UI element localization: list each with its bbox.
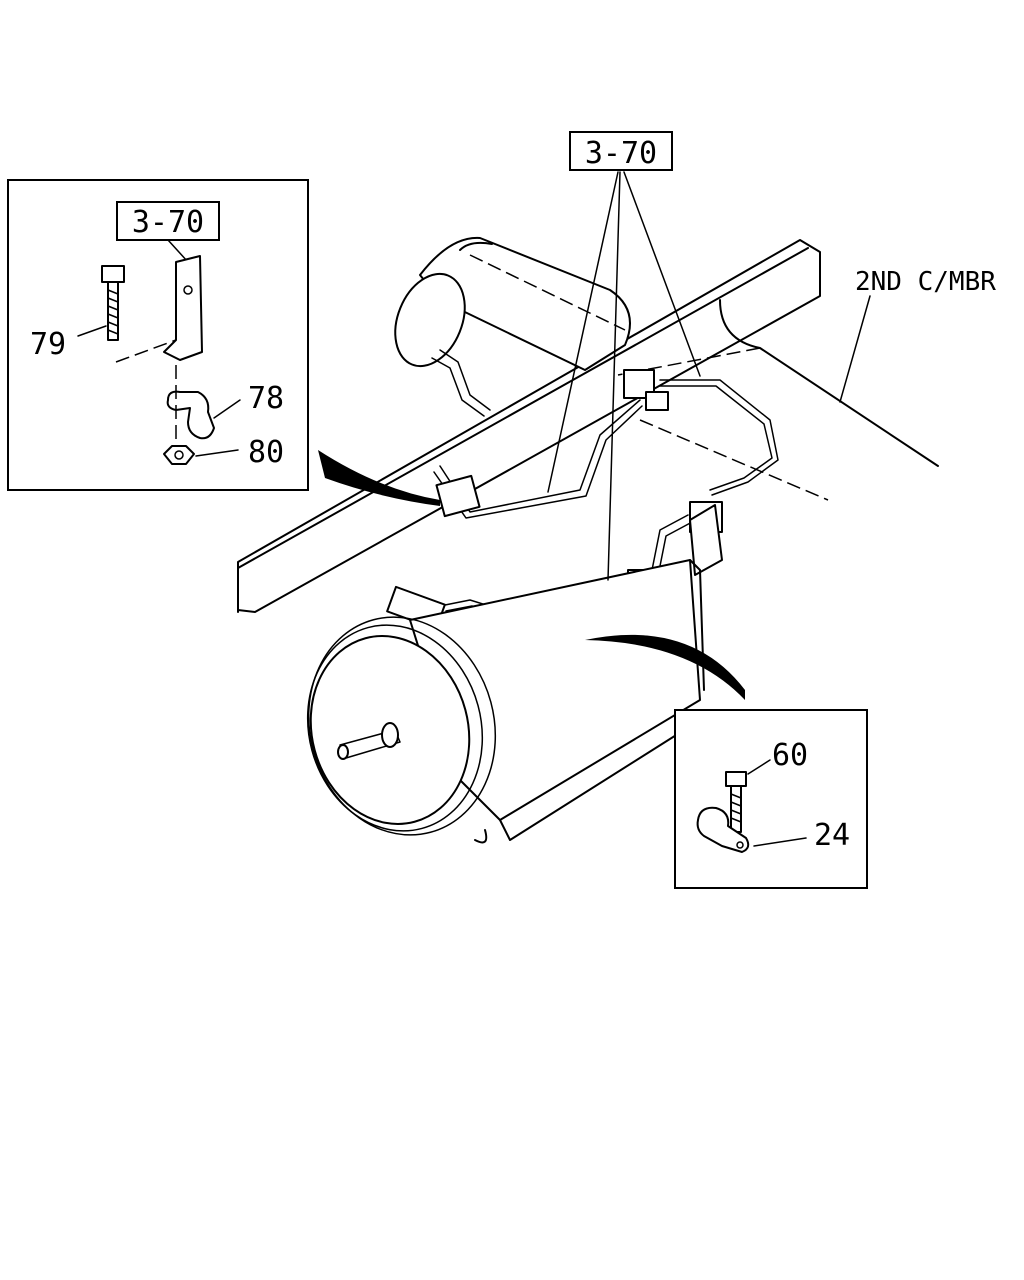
part-80-label: 80	[248, 435, 284, 470]
cross-member-label: 2ND C/MBR	[855, 267, 996, 297]
part-79-label: 79	[30, 327, 66, 362]
detail-arrow-left	[318, 450, 440, 506]
part-60-label: 60	[772, 738, 808, 773]
brake-chamber	[306, 559, 705, 844]
air-tank	[394, 236, 631, 417]
part-24-label: 24	[814, 818, 850, 853]
ref-box-top: 3-70	[569, 131, 673, 171]
ref-inset-label: 3-70	[132, 205, 204, 240]
part-78-label: 78	[248, 381, 284, 416]
detail-arrow-right	[585, 634, 745, 700]
inset-detail-right: 60 24	[674, 709, 868, 889]
ref-leaders	[547, 171, 871, 581]
inset-detail-left: 3-70 79 78 80	[7, 179, 309, 491]
ref-top-label: 3-70	[585, 136, 657, 171]
